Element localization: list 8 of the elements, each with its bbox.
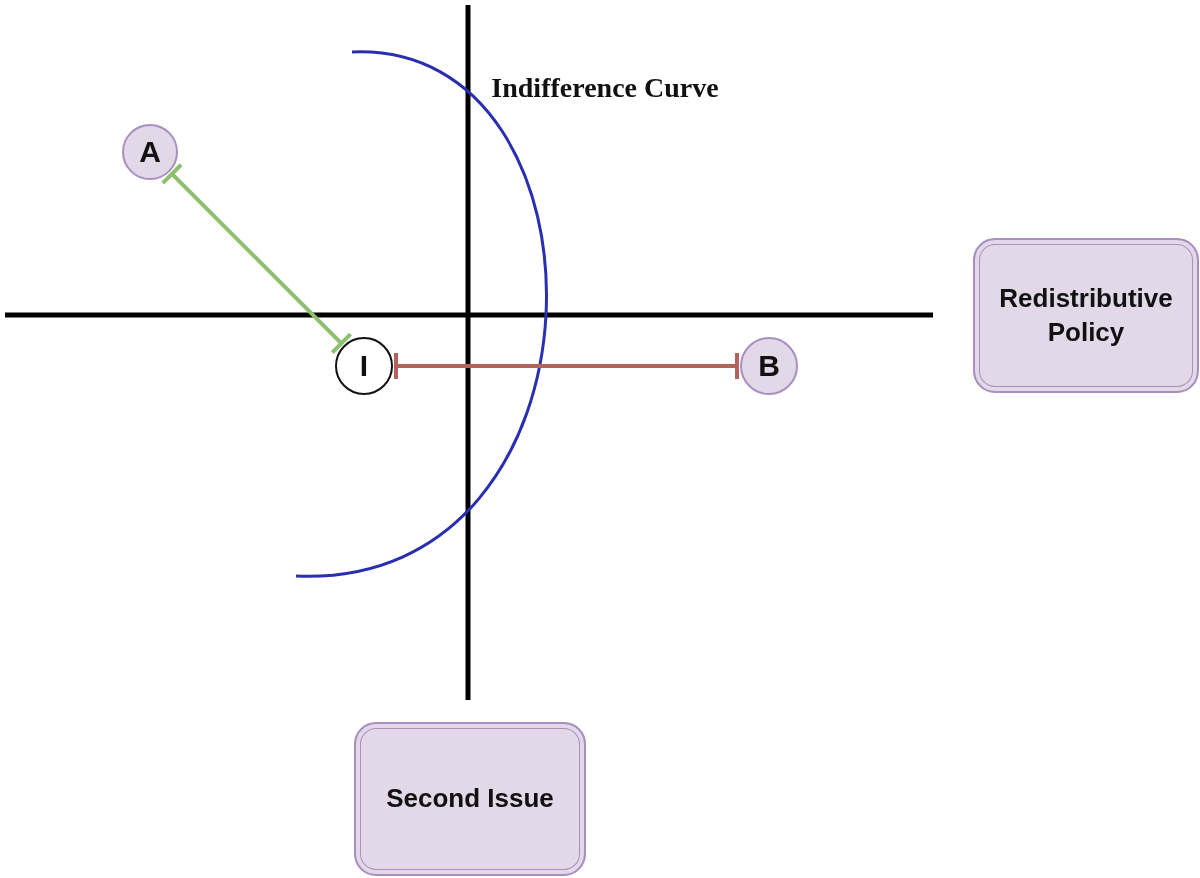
circle-node: I [335, 337, 393, 395]
axis-label-box: Second Issue [354, 722, 586, 876]
curve-label: Indifference Curve [490, 71, 720, 105]
connector-line [394, 351, 739, 381]
axis-label-box: Redistributive Policy [973, 238, 1199, 393]
connector-line [160, 162, 353, 355]
circle-node: A [122, 124, 178, 180]
circle-node: B [740, 337, 798, 395]
